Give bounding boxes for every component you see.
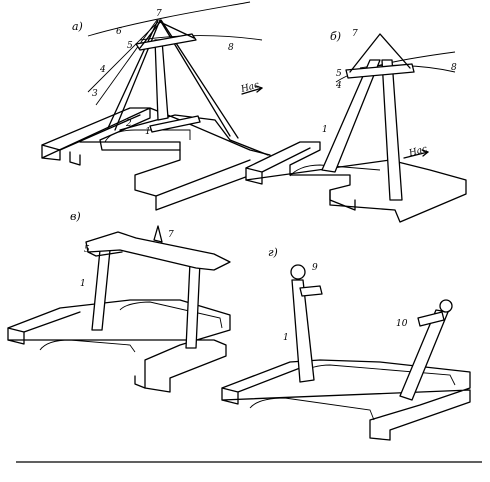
panel-a-num-8: 8	[228, 43, 234, 53]
panel-b-direction: Нас	[407, 144, 428, 159]
panel-a-num-6: 6	[116, 27, 122, 37]
panel-v	[7, 225, 231, 393]
panel-b-num-8: 8	[451, 63, 457, 73]
panel-v-num-1: 1	[80, 279, 86, 289]
panel-g-num-9: 9	[312, 263, 318, 273]
panel-a-num-2: 2	[125, 119, 132, 129]
panel-a	[41, 1, 271, 211]
panel-b-num-7: 7	[352, 29, 358, 39]
panel-a-num-7: 7	[156, 9, 162, 19]
panel-g-num-10: 10	[396, 319, 408, 329]
panel-a-label: а)	[72, 20, 83, 33]
panel-g-num-1: 1	[283, 333, 289, 343]
panel-v-num-5: 5	[84, 245, 90, 255]
panel-b-label: б)	[330, 30, 341, 43]
panel-b-num-5: 5	[336, 69, 342, 79]
panel-b-num-1: 1	[322, 125, 328, 135]
panel-g	[221, 264, 471, 441]
panel-a-num-1: 1	[145, 127, 151, 137]
panel-v-num-7: 7	[168, 230, 174, 240]
panel-b-num-4: 4	[335, 81, 342, 91]
panel-a-num-5: 5	[127, 41, 133, 51]
panel-g-label: г)	[268, 246, 278, 259]
panel-a-num-3: 3	[92, 89, 98, 99]
panel-v-label: в)	[70, 210, 81, 223]
panel-a-direction: Нас	[239, 80, 260, 95]
panel-b	[245, 33, 467, 223]
panel-a-num-4: 4	[99, 65, 106, 75]
